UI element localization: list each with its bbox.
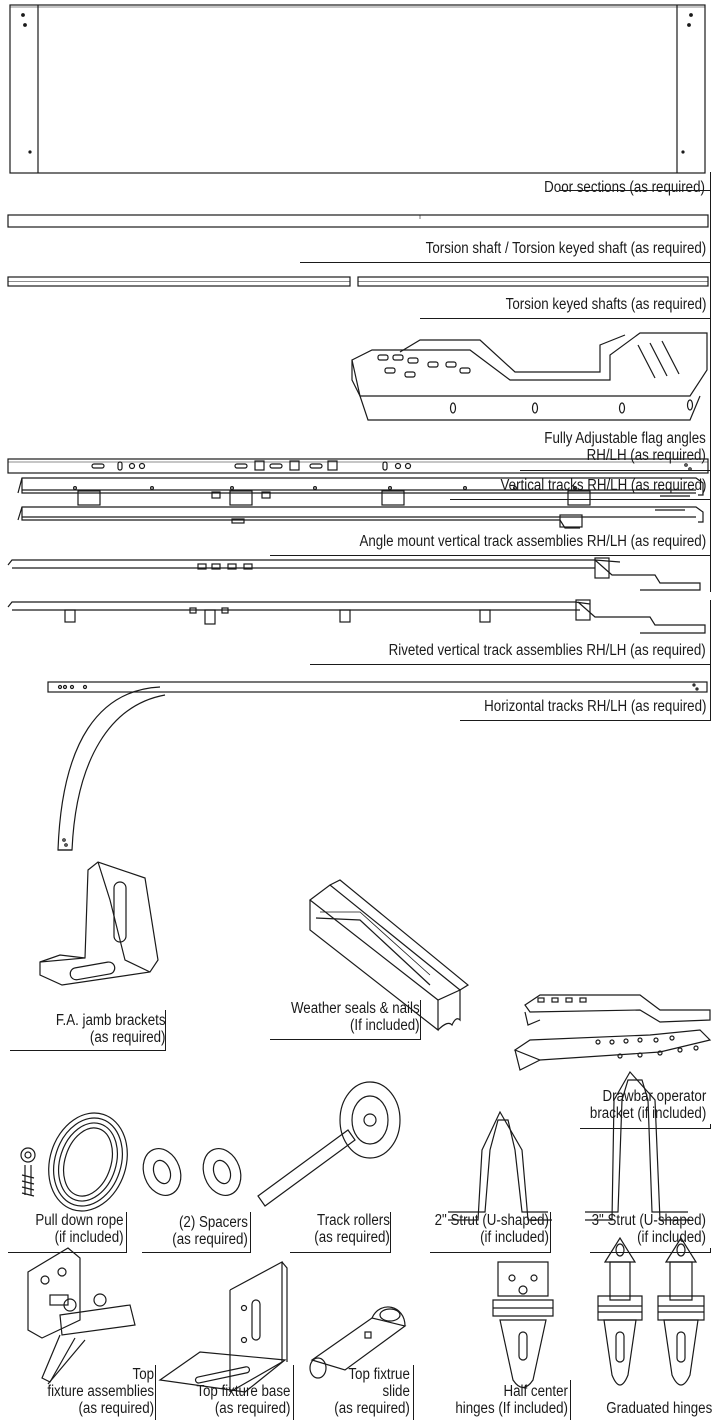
- torsion-shaft-drawing: [7, 214, 709, 228]
- label-track-rollers: Track rollers (as required): [314, 1212, 390, 1246]
- label-flag-angles-line1: Fully Adjustable flag angles: [544, 430, 706, 447]
- separator: [420, 1000, 421, 1040]
- label-strut3-line2: (if included): [637, 1229, 706, 1246]
- label-base-line1: Top fixture base: [195, 1383, 290, 1400]
- separator: [413, 1365, 414, 1420]
- label-top-fixture-slide: Top fixtrue slide (as required): [334, 1366, 410, 1417]
- label-graduated-hinges: Graduated hinges: [606, 1400, 712, 1417]
- label-strut2-line2: (if included): [480, 1229, 549, 1246]
- label-divider: [290, 1248, 391, 1253]
- label-divider: [310, 660, 711, 665]
- label-horizontal-tracks: Horizontal tracks RH/LH (as required): [483, 698, 706, 715]
- strut-2-drawing: [448, 1110, 552, 1221]
- separator: [126, 1212, 127, 1252]
- label-divider: [520, 466, 711, 471]
- label-flag-angles-line2: RH/LH (as required): [586, 447, 706, 464]
- weather-seal-drawing: [309, 879, 470, 1032]
- label-divider: [270, 1035, 421, 1040]
- label-riveted: Riveted vertical track assemblies RH/LH …: [388, 642, 706, 659]
- label-divider: [8, 1248, 127, 1253]
- label-angle-mount: Angle mount vertical track assemblies RH…: [359, 533, 706, 550]
- label-door-sections: Door sections (as required): [544, 179, 705, 196]
- top-fixture-assembly-drawing: [27, 1247, 136, 1385]
- label-strut2-line1: 2" Strut (U-shaped): [434, 1212, 549, 1229]
- label-torsion-keyed-shafts: Torsion keyed shafts (as required): [505, 296, 706, 313]
- label-seals-line1: Weather seals & nails: [291, 1000, 420, 1017]
- separator: [710, 600, 711, 720]
- riveted-track-drawing: [7, 557, 706, 634]
- label-vertical-tracks: Vertical tracks RH/LH (as required): [500, 477, 706, 494]
- separator: [293, 1365, 294, 1420]
- door-section-drawing: [9, 4, 706, 174]
- drawbar-bracket-drawing: [513, 994, 712, 1071]
- separator: [550, 1212, 551, 1252]
- graduated-hinges-drawing: [597, 1236, 705, 1386]
- label-topfix-line3: (as required): [78, 1400, 154, 1417]
- label-topfix-line1: Top: [132, 1366, 155, 1383]
- label-divider: [10, 1046, 166, 1051]
- label-divider: [142, 1248, 251, 1253]
- label-weather-seals: Weather seals & nails (If included): [291, 1000, 420, 1034]
- label-divider: [580, 1124, 711, 1129]
- label-halfcenter-line1: Half center: [503, 1383, 568, 1400]
- label-spacers-line1: (2) Spacers: [179, 1214, 248, 1231]
- label-divider: [460, 716, 711, 721]
- label-strut3-line1: 3" Strut (U-shaped): [591, 1212, 706, 1229]
- label-pull-rope: Pull down rope (if included): [36, 1212, 124, 1246]
- label-slide-line2: slide: [382, 1383, 410, 1400]
- label-strut-3: 3" Strut (U-shaped) (if included): [592, 1212, 706, 1246]
- label-divider: [590, 1248, 711, 1253]
- label-top-fixture-base: Top fixture base (as required): [196, 1383, 290, 1417]
- label-divider: [430, 1248, 551, 1253]
- separator: [250, 1212, 251, 1252]
- label-divider: [420, 314, 711, 319]
- label-base-line2: (as required): [214, 1400, 290, 1417]
- label-topfix-line2: fixture assemblies: [47, 1383, 154, 1400]
- label-divider: [270, 551, 711, 556]
- label-divider: [450, 495, 711, 500]
- label-drawbar-line2: bracket (if included): [589, 1105, 706, 1122]
- strut-3-drawing: [585, 1070, 690, 1221]
- label-divider: [560, 190, 711, 199]
- horizontal-track-drawing: [47, 681, 708, 851]
- label-spacers-line2: (as required): [172, 1231, 248, 1248]
- label-halfcenter-line2: hinges (If included): [455, 1400, 568, 1417]
- jamb-bracket-drawing: [39, 861, 159, 986]
- separator: [570, 1380, 571, 1420]
- label-slide-line3: (as required): [334, 1400, 410, 1417]
- label-top-fixture-assemblies: Top fixture assemblies (as required): [47, 1366, 154, 1417]
- spacers-drawing: [142, 1148, 242, 1196]
- label-rope-line2: (if included): [55, 1229, 124, 1246]
- label-torsion-shaft: Torsion shaft / Torsion keyed shaft (as …: [425, 240, 706, 257]
- separator: [165, 1010, 166, 1050]
- separator: [155, 1365, 156, 1420]
- label-rope-line1: Pull down rope: [35, 1212, 124, 1229]
- label-spacers: (2) Spacers (as required): [172, 1214, 248, 1248]
- top-fixture-slide-drawing: [309, 1306, 407, 1379]
- label-flag-angles: Fully Adjustable flag angles RH/LH (as r…: [544, 430, 706, 464]
- top-fixture-base-drawing: [158, 1260, 288, 1393]
- separator: [710, 172, 711, 592]
- label-jamb-line1: F.A. jamb brackets: [55, 1012, 165, 1029]
- label-slide-line1: Top fixtrue: [348, 1366, 410, 1383]
- label-drawbar: Drawbar operator bracket (if included): [590, 1088, 706, 1122]
- track-roller-drawing: [257, 1081, 401, 1207]
- half-center-hinge-drawing: [492, 1261, 554, 1389]
- label-jamb-line2: (as required): [89, 1029, 165, 1046]
- label-half-center-hinges: Half center hinges (If included): [455, 1383, 568, 1417]
- pull-rope-drawing: [20, 1112, 128, 1212]
- label-drawbar-line1: Drawbar operator: [602, 1088, 706, 1105]
- label-seals-line2: (If included): [350, 1017, 420, 1034]
- flag-angle-drawing: [351, 332, 708, 421]
- label-strut-2: 2" Strut (U-shaped) (if included): [435, 1212, 549, 1246]
- separator: [390, 1212, 391, 1252]
- angle-mount-track-drawing: [17, 477, 704, 529]
- label-divider: [300, 258, 711, 263]
- torsion-keyed-shafts-drawing: [7, 276, 709, 287]
- label-rollers-line1: Track rollers: [317, 1212, 390, 1229]
- label-jamb-brackets: F.A. jamb brackets (as required): [55, 1012, 165, 1046]
- label-rollers-line2: (as required): [314, 1229, 390, 1246]
